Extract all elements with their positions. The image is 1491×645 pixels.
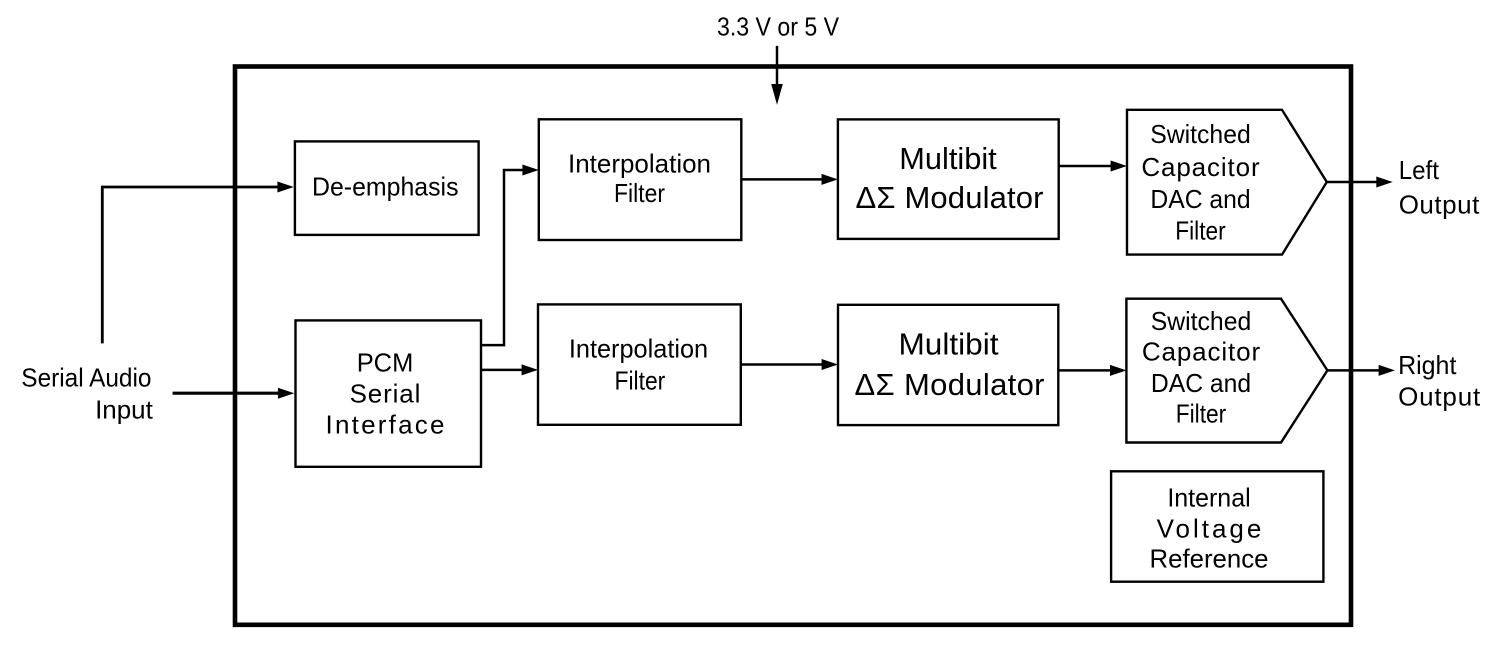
svg-text:Output: Output (1398, 382, 1481, 412)
svg-text:Right: Right (1398, 350, 1457, 380)
svg-text:Reference: Reference (1150, 544, 1269, 574)
svg-text:Filter: Filter (1176, 399, 1227, 429)
svg-text:Serial Audio: Serial Audio (21, 363, 151, 393)
svg-text:Interpolation: Interpolation (569, 333, 708, 363)
svg-text:Multibit: Multibit (899, 327, 999, 362)
svg-text:Left: Left (1399, 155, 1440, 185)
svg-text:PCM: PCM (357, 348, 414, 378)
svg-text:Filter: Filter (615, 366, 666, 396)
svg-text:Interface: Interface (326, 410, 445, 440)
svg-text:Multibit: Multibit (899, 141, 997, 176)
svg-text:Switched: Switched (1150, 119, 1251, 149)
svg-text:De-emphasis: De-emphasis (312, 172, 459, 202)
svg-text:ΔΣ Modulator: ΔΣ Modulator (855, 367, 1045, 402)
svg-text:Internal: Internal (1167, 482, 1250, 512)
svg-text:Input: Input (95, 395, 153, 425)
svg-text:Filter: Filter (1175, 216, 1226, 246)
svg-text:Interpolation: Interpolation (568, 148, 711, 178)
svg-text:ΔΣ Modulator: ΔΣ Modulator (856, 180, 1044, 215)
svg-text:Serial: Serial (350, 379, 421, 409)
svg-text:Switched: Switched (1151, 306, 1252, 336)
svg-text:Filter: Filter (614, 178, 665, 208)
svg-text:DAC and: DAC and (1151, 368, 1251, 398)
svg-text:Capacitor: Capacitor (1141, 152, 1260, 182)
svg-text:Capacitor: Capacitor (1142, 336, 1261, 366)
svg-text:DAC and: DAC and (1150, 184, 1250, 214)
svg-text:3.3 V or 5 V: 3.3 V or 5 V (717, 11, 840, 41)
svg-text:Output: Output (1399, 190, 1480, 220)
